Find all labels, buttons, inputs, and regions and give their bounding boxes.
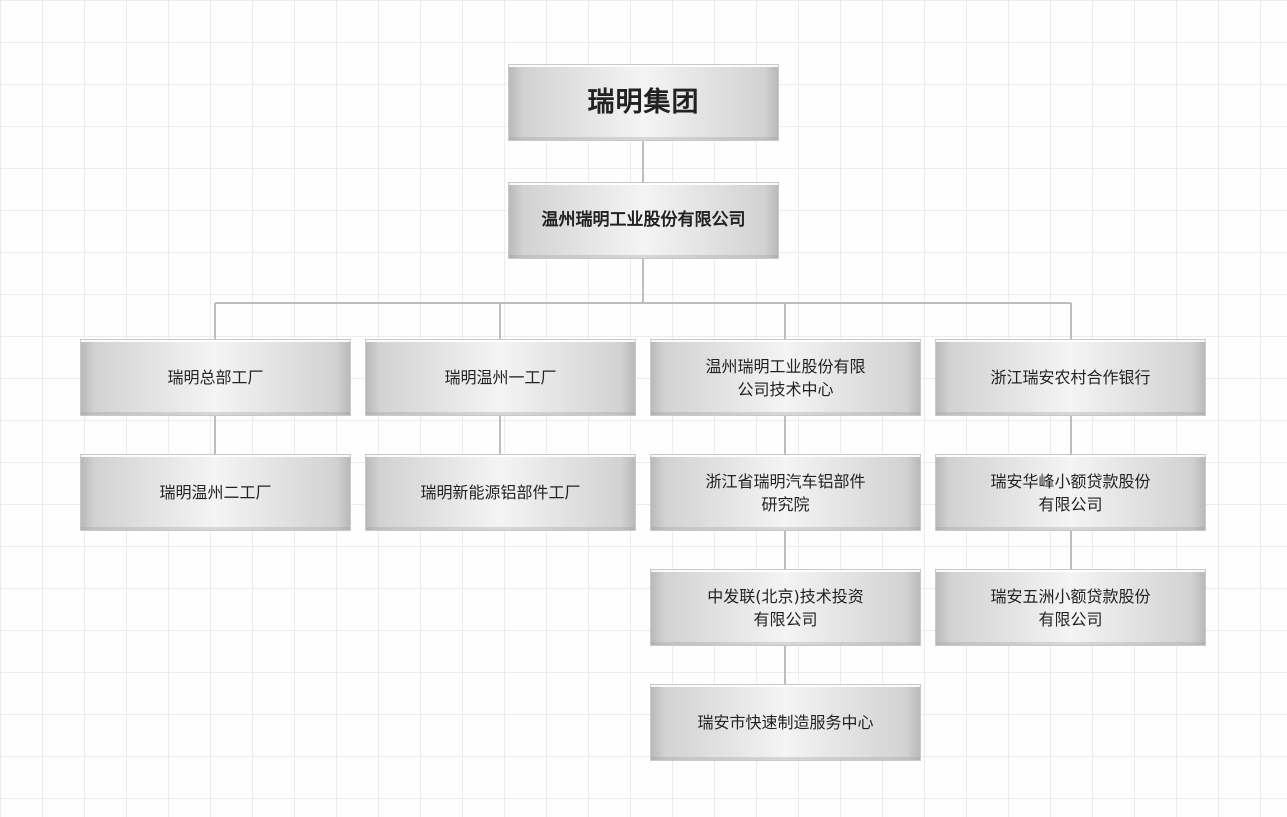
node-root-label: 瑞明集团: [587, 87, 700, 118]
node-company: 温州瑞明工业股份有限公司: [508, 182, 779, 259]
node-branch-1: 瑞明总部工厂: [80, 339, 351, 416]
node-branch-3-child-1: 浙江省瑞明汽车铝部件 研究院: [650, 454, 921, 531]
node-branch-3: 温州瑞明工业股份有限 公司技术中心: [650, 339, 921, 416]
node-branch-2-label: 瑞明温州一工厂: [444, 368, 557, 387]
node-branch-3-child-1-label: 浙江省瑞明汽车铝部件 研究院: [705, 471, 866, 514]
node-branch-4-child-1: 瑞安华峰小额贷款股份 有限公司: [935, 454, 1206, 531]
node-branch-4-child-2: 瑞安五洲小额贷款股份 有限公司: [935, 569, 1206, 646]
node-branch-3-child-3-label: 瑞安市快速制造服务中心: [697, 713, 874, 732]
node-branch-4-child-2-label: 瑞安五洲小额贷款股份 有限公司: [990, 586, 1151, 629]
node-branch-4-child-1-label: 瑞安华峰小额贷款股份 有限公司: [990, 471, 1151, 514]
node-branch-3-child-3: 瑞安市快速制造服务中心: [650, 684, 921, 761]
node-company-label: 温州瑞明工业股份有限公司: [541, 210, 746, 230]
node-branch-3-child-2-label: 中发联(北京)技术投资 有限公司: [707, 586, 864, 629]
node-branch-3-child-2: 中发联(北京)技术投资 有限公司: [650, 569, 921, 646]
node-branch-1-label: 瑞明总部工厂: [167, 368, 264, 387]
node-branch-4-label: 浙江瑞安农村合作银行: [990, 368, 1151, 387]
node-branch-4: 浙江瑞安农村合作银行: [935, 339, 1206, 416]
node-branch-3-label: 温州瑞明工业股份有限 公司技术中心: [705, 356, 866, 399]
node-branch-1-child-1: 瑞明温州二工厂: [80, 454, 351, 531]
node-branch-2-child-1: 瑞明新能源铝部件工厂: [365, 454, 636, 531]
node-branch-2: 瑞明温州一工厂: [365, 339, 636, 416]
node-root: 瑞明集团: [508, 64, 779, 141]
node-branch-2-child-1-label: 瑞明新能源铝部件工厂: [420, 483, 581, 502]
node-branch-1-child-1-label: 瑞明温州二工厂: [159, 483, 272, 502]
